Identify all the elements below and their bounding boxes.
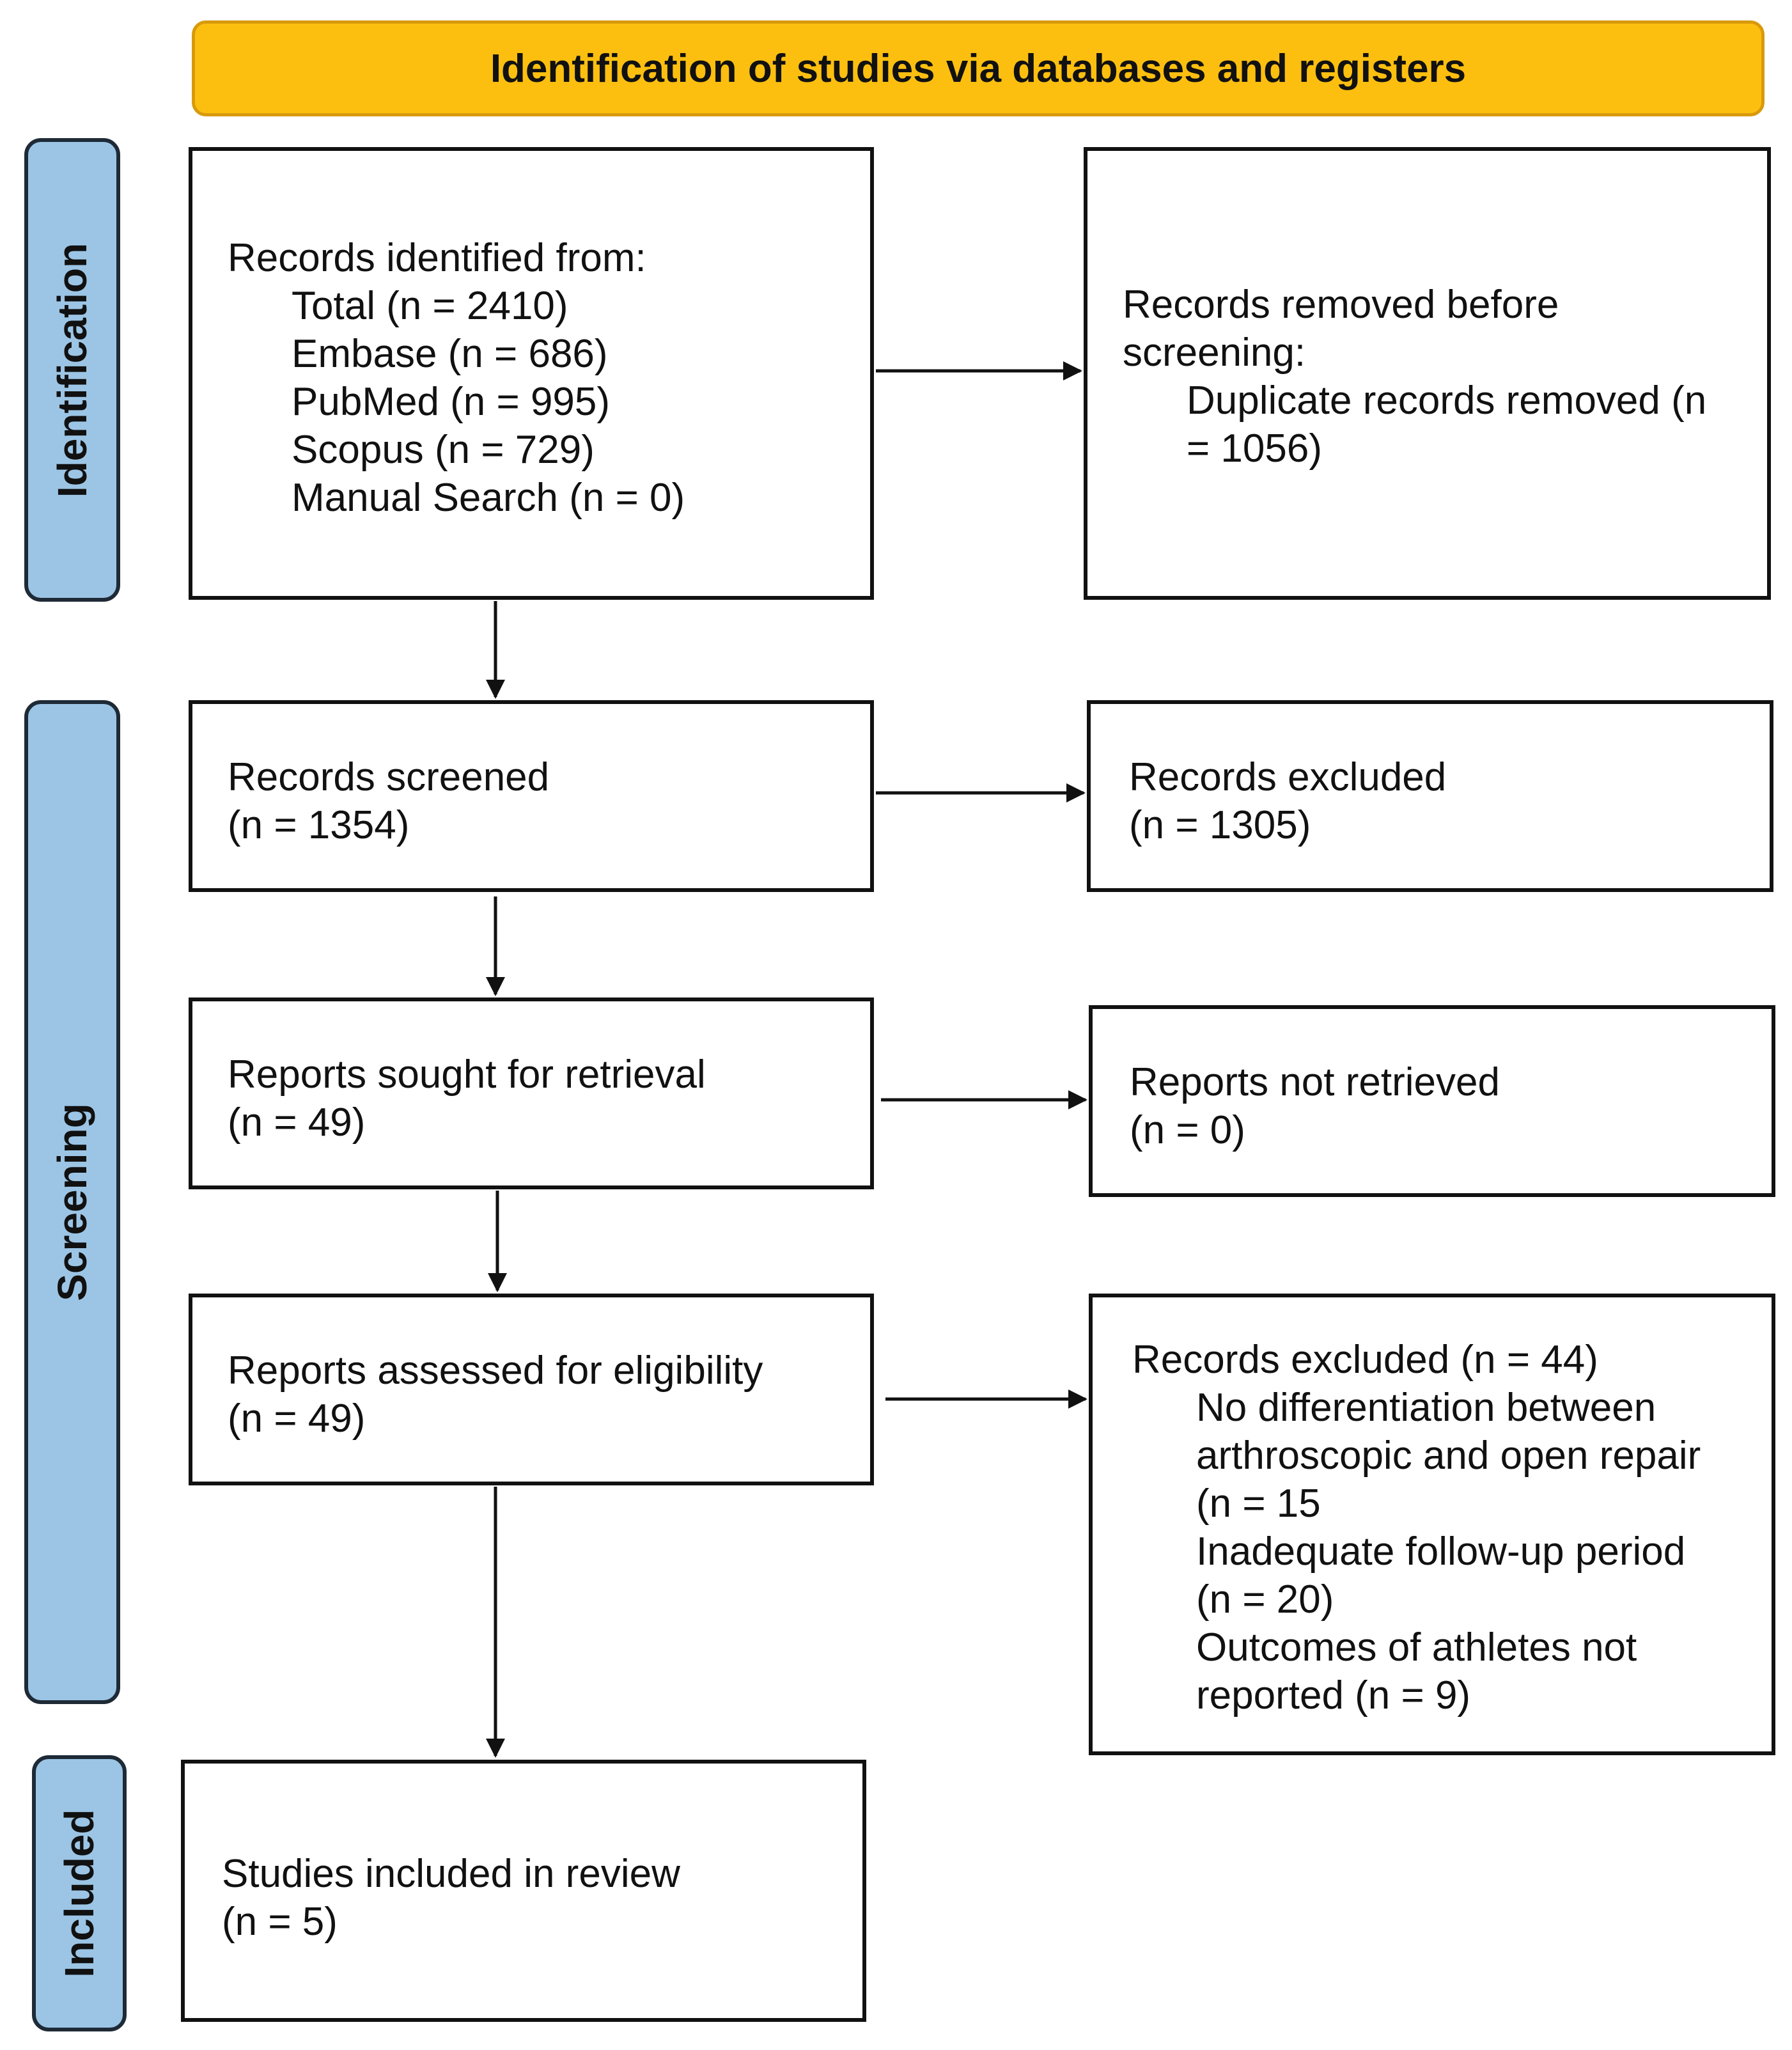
phase-screening: Screening <box>24 700 120 1704</box>
records-excluded-count: (n = 1305) <box>1129 803 1311 847</box>
reports-assessed-box: Reports assessed for eligibility (n = 49… <box>189 1294 874 1485</box>
reason-no-differentiation-2: arthroscopic and open repair <box>1196 1434 1701 1478</box>
records-manual-search: Manual Search (n = 0) <box>292 476 685 520</box>
header-title: Identification of studies via databases … <box>490 46 1467 91</box>
reports-sought-count: (n = 49) <box>228 1100 366 1145</box>
records-identified-heading: Records identified from: <box>228 236 646 280</box>
reason-no-differentiation-1: No differentiation between <box>1196 1386 1656 1430</box>
studies-included-box: Studies included in review (n = 5) <box>181 1760 866 2022</box>
records-screened-label: Records screened <box>228 755 550 799</box>
reason-follow-up-1: Inadequate follow-up period <box>1196 1530 1686 1574</box>
records-scopus: Scopus (n = 729) <box>292 428 595 472</box>
records-pubmed: PubMed (n = 995) <box>292 380 611 424</box>
duplicates-removed-2: = 1056) <box>1187 426 1323 471</box>
records-excluded-eligibility-heading: Records excluded (n = 44) <box>1132 1338 1598 1382</box>
reports-sought-label: Reports sought for retrieval <box>228 1052 706 1097</box>
records-removed-heading-2: screening: <box>1123 331 1306 375</box>
reason-no-differentiation-count: (n = 15 <box>1196 1482 1321 1526</box>
reports-not-retrieved-box: Reports not retrieved (n = 0) <box>1089 1005 1775 1197</box>
reports-assessed-count: (n = 49) <box>228 1397 366 1441</box>
records-excluded-box: Records excluded (n = 1305) <box>1087 700 1773 892</box>
duplicates-removed-1: Duplicate records removed (n <box>1187 379 1707 423</box>
records-removed-box: Records removed before screening: Duplic… <box>1084 147 1771 600</box>
phase-identification: Identification <box>24 138 120 602</box>
studies-included-label: Studies included in review <box>222 1852 680 1896</box>
reason-outcomes-2: reported (n = 9) <box>1196 1673 1471 1717</box>
records-removed-heading-1: Records removed before <box>1123 283 1559 327</box>
records-total: Total (n = 2410) <box>292 284 568 328</box>
records-screened-count: (n = 1354) <box>228 803 410 847</box>
reports-assessed-label: Reports assessed for eligibility <box>228 1349 763 1393</box>
records-excluded-eligibility-box: Records excluded (n = 44) No differentia… <box>1089 1294 1775 1755</box>
reason-follow-up-count: (n = 20) <box>1196 1577 1334 1622</box>
studies-included-count: (n = 5) <box>222 1900 338 1944</box>
reports-not-retrieved-label: Reports not retrieved <box>1130 1060 1500 1104</box>
records-screened-box: Records screened (n = 1354) <box>189 700 874 892</box>
reports-sought-box: Reports sought for retrieval (n = 49) <box>189 998 874 1189</box>
phase-included: Included <box>32 1755 127 2031</box>
reason-outcomes-1: Outcomes of athletes not <box>1196 1625 1637 1670</box>
records-excluded-label: Records excluded <box>1129 755 1447 799</box>
reports-not-retrieved-count: (n = 0) <box>1130 1108 1245 1152</box>
records-embase: Embase (n = 686) <box>292 332 608 376</box>
records-identified-box: Records identified from: Total (n = 2410… <box>189 147 874 600</box>
header-banner: Identification of studies via databases … <box>192 20 1765 116</box>
